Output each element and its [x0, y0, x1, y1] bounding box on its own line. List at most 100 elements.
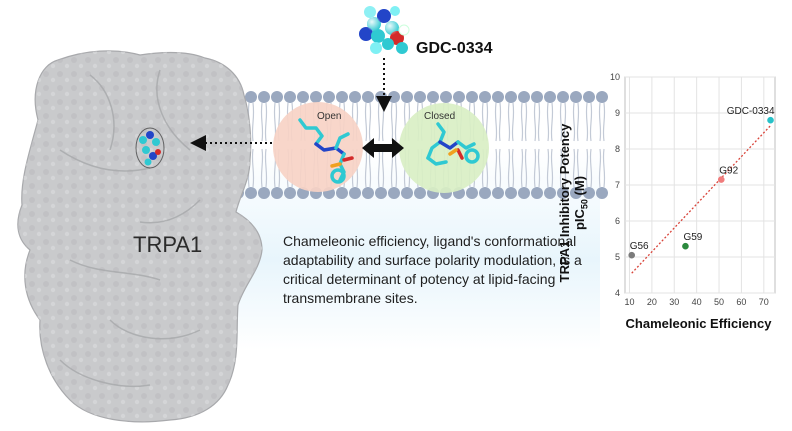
lipid-head [271, 187, 283, 199]
lipid-tail [251, 102, 255, 142]
lipid-head [492, 187, 504, 199]
lipid-tail [507, 148, 511, 188]
x-axis-label: Chameleonic Efficiency [625, 316, 772, 331]
lipid-head [245, 91, 257, 103]
ligand-name: GDC-0334 [416, 40, 493, 57]
x-tick-label: 50 [714, 297, 724, 307]
lipid-tail [537, 102, 541, 142]
x-tick-label: 10 [624, 297, 634, 307]
y-axis-label-sub: 50 [579, 199, 590, 210]
lipid-head [362, 187, 374, 199]
x-tick-label: 70 [759, 297, 769, 307]
lipid-head [401, 187, 413, 199]
gdc-0334-spacefill-icon [359, 6, 410, 54]
lipid-head [440, 91, 452, 103]
lipid-head [492, 91, 504, 103]
lipid-head [453, 91, 465, 103]
lipid-head [466, 187, 478, 199]
lipid-tail [264, 102, 268, 142]
lipid-tail [390, 102, 394, 142]
lipid-head [427, 91, 439, 103]
y-tick-label: 6 [615, 216, 620, 226]
x-tick-label: 40 [692, 297, 702, 307]
lipid-tail [598, 148, 602, 188]
lipid-head [583, 187, 595, 199]
lipid-tail [498, 102, 502, 142]
lipid-head [557, 187, 569, 199]
lipid-tail [494, 102, 498, 142]
lipid-head [479, 187, 491, 199]
lipid-head [479, 91, 491, 103]
lipid-tail [602, 148, 606, 188]
data-point [717, 176, 725, 183]
lipid-head [570, 91, 582, 103]
lipid-head [505, 91, 517, 103]
closed-state-label: Closed [424, 111, 456, 122]
lipid-head [401, 91, 413, 103]
lipid-tail [251, 148, 255, 188]
x-tick-label: 60 [736, 297, 746, 307]
lipid-head [544, 91, 556, 103]
lipid-tail [585, 102, 589, 142]
y-axis-label-main: pIC [572, 209, 587, 231]
y-tick-label: 9 [615, 108, 620, 118]
y-tick-label: 4 [615, 288, 620, 298]
lipid-head [310, 91, 322, 103]
y-tick-label: 7 [615, 180, 620, 190]
lipid-tail [264, 148, 268, 188]
y-tick-label: 8 [615, 144, 620, 154]
lipid-head [414, 91, 426, 103]
lipid-tail [598, 102, 602, 142]
lipid-head [518, 91, 530, 103]
lipid-tail [520, 148, 524, 188]
x-tick-label: 20 [647, 297, 657, 307]
closed-conformer-stick-icon [426, 122, 480, 166]
lipid-tail [520, 102, 524, 142]
lipid-head [544, 187, 556, 199]
lipid-head [596, 91, 608, 103]
lipid-tail [537, 148, 541, 188]
y-tick-label: 10 [610, 72, 620, 82]
data-point-label: G59 [683, 232, 702, 243]
closed-state-circle [399, 103, 489, 193]
lipid-head [388, 91, 400, 103]
lipid-tail [576, 148, 580, 188]
lipid-tail [381, 102, 385, 142]
lipid-tail [559, 102, 563, 142]
lipid-head [531, 91, 543, 103]
open-conformer-stick-icon [298, 118, 354, 184]
x-tick-label: 30 [669, 297, 679, 307]
lipid-tail [533, 148, 537, 188]
lipid-tail [498, 148, 502, 188]
lipid-head [466, 91, 478, 103]
lipid-tail [546, 148, 550, 188]
data-point-label: GDC-0334 [727, 106, 775, 117]
protein-label: TRPA1 [133, 232, 203, 257]
lipid-tail [572, 148, 576, 188]
lipid-tail [546, 102, 550, 142]
lipid-tail [260, 148, 264, 188]
lipid-tail [602, 102, 606, 142]
lipid-head [518, 187, 530, 199]
open-state-label: Open [317, 111, 342, 122]
lipid-head [570, 187, 582, 199]
lipid-head [349, 91, 361, 103]
data-point-label: G56 [630, 241, 649, 252]
lipid-head [505, 187, 517, 199]
lipid-tail [524, 102, 528, 142]
lipid-tail [394, 102, 398, 142]
lipid-head [362, 91, 374, 103]
lipid-tail [559, 148, 563, 188]
lipid-tail [550, 148, 554, 188]
lipid-tail [364, 148, 368, 188]
lipid-head [531, 187, 543, 199]
lipid-head [375, 91, 387, 103]
lipid-head [297, 91, 309, 103]
lipid-tail [494, 148, 498, 188]
y-axis-label-unit: (M) [572, 175, 587, 200]
lipid-tail [368, 102, 372, 142]
lipid-tail [585, 148, 589, 188]
